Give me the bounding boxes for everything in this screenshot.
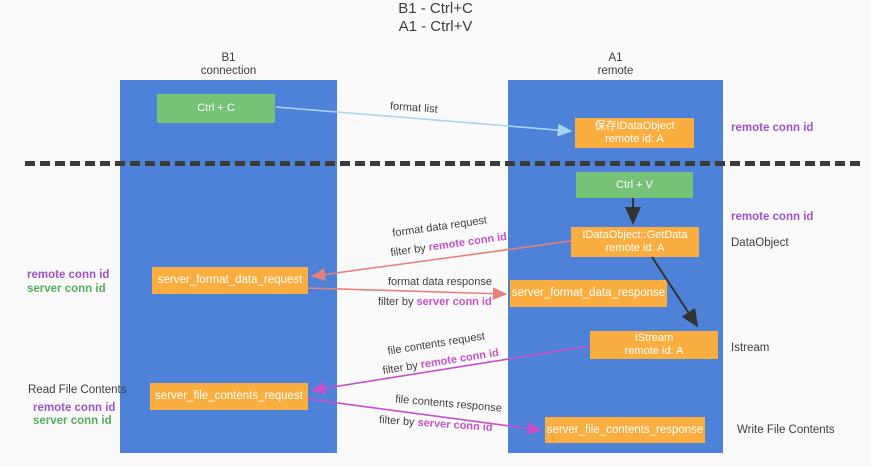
left-column-header: B1 connection	[120, 52, 337, 78]
server-file-contents-response-label: server_file_contents_response	[546, 423, 704, 436]
remote-conn-id-label-left1: remote conn id	[27, 269, 110, 281]
filter-by-server-conn-id-label-1: filter by server conn id	[378, 296, 492, 308]
istream-line1: IStream	[634, 332, 674, 344]
getdata-line1: IDataObject::GetData	[582, 229, 688, 241]
getdata-line2: remote id: A	[605, 242, 665, 254]
ctrl-c-node: Ctrl + C	[157, 94, 275, 123]
diagram-title: B1 - Ctrl+C A1 - Ctrl+V	[0, 0, 871, 36]
server-format-data-request-node: server_format_data_request	[152, 267, 308, 294]
read-file-contents-label: Read File Contents	[28, 384, 127, 396]
right-column-name: A1	[608, 52, 623, 64]
save-idataobject-line2: remote id: A	[605, 133, 664, 145]
title-line-1: B1 - Ctrl+C	[398, 0, 473, 17]
filter-by-text: filter by	[389, 241, 430, 260]
server-format-data-response-label: server_format_data_response	[511, 287, 666, 299]
left-column-name: B1	[221, 52, 236, 64]
phase-divider-dashed-line	[25, 161, 860, 166]
ctrl-c-label: Ctrl + C	[197, 102, 235, 114]
remote-conn-id-label-middle: remote conn id	[731, 211, 814, 223]
server-conn-id-highlight: server conn id	[417, 416, 493, 434]
ctrl-v-label: Ctrl + V	[616, 178, 653, 191]
title-line-2: A1 - Ctrl+V	[398, 18, 473, 35]
filter-by-text: filter by	[381, 359, 422, 378]
filter-by-text: filter by	[378, 296, 417, 308]
istream-side-label: Istream	[731, 342, 770, 354]
istream-line2: remote id: A	[624, 345, 684, 357]
save-idataobject-line1: 保存IDataObject	[594, 120, 675, 132]
remote-conn-id-label-left2: remote conn id	[33, 402, 116, 414]
server-conn-id-highlight: server conn id	[416, 296, 492, 308]
server-format-data-request-label: server_format_data_request	[157, 274, 303, 286]
dataobject-label: DataObject	[731, 237, 789, 249]
format-data-response-arrow-label: format data response	[388, 276, 492, 288]
format-data-response-arrow	[307, 287, 508, 301]
left-column-role: connection	[200, 65, 257, 77]
filter-by-text: filter by	[378, 414, 418, 429]
right-column-role: remote	[597, 65, 634, 77]
server-file-contents-response-node: server_file_contents_response	[545, 417, 705, 443]
save-idataobject-node: 保存IDataObject remote id: A	[575, 118, 694, 148]
server-file-contents-request-node: server_file_contents_request	[150, 383, 308, 410]
write-file-contents-label: Write File Contents	[737, 424, 835, 436]
right-column-header: A1 remote	[508, 52, 723, 78]
server-format-data-response-node: server_format_data_response	[510, 280, 667, 307]
ctrl-v-node: Ctrl + V	[576, 172, 693, 198]
remote-conn-id-label-top: remote conn id	[731, 122, 814, 134]
remote-conn-id-highlight: remote conn id	[427, 230, 508, 254]
filter-by-server-conn-id-label-2: filter by server conn id	[379, 414, 493, 434]
idataobject-getdata-node: IDataObject::GetData remote id: A	[571, 227, 699, 257]
server-conn-id-label-left2: server conn id	[33, 415, 112, 427]
istream-node: IStream remote id: A	[590, 331, 718, 359]
server-file-contents-request-label: server_file_contents_request	[155, 390, 303, 402]
server-conn-id-label-left1: server conn id	[27, 283, 106, 295]
format-list-arrow-label: format list	[389, 100, 439, 116]
file-contents-response-arrow-label: file contents response	[394, 393, 503, 415]
